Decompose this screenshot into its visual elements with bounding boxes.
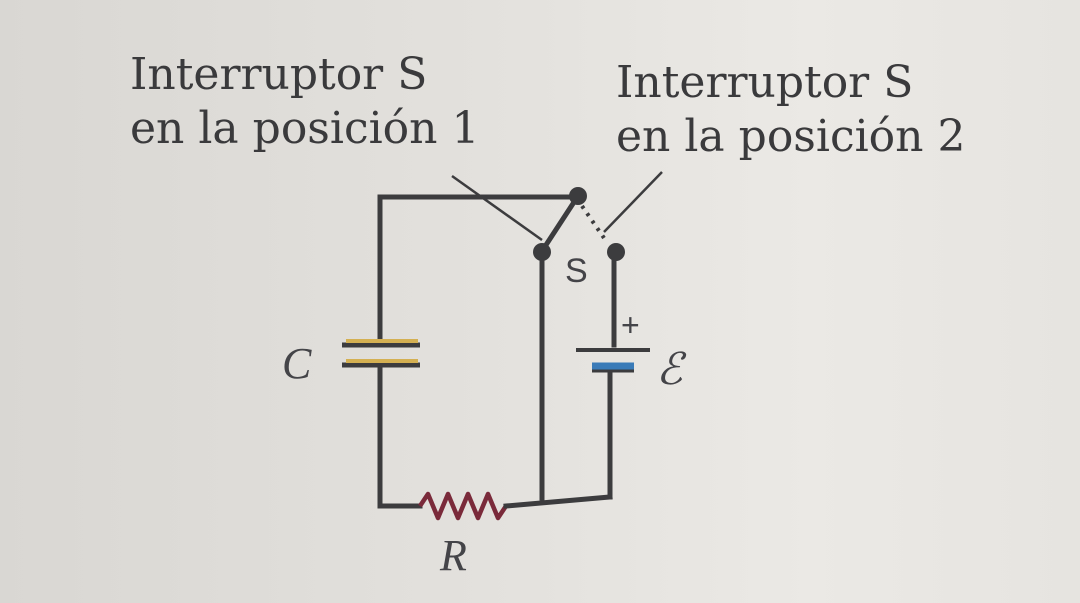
capacitor-label: C (282, 339, 312, 388)
switch-contact-position-1 (533, 243, 551, 261)
caption-switch-position-1: Interruptor S en la posición 1 (130, 48, 480, 156)
caption-position-1-line-2: en la posición 1 (130, 103, 480, 154)
switch-pivot (569, 187, 587, 205)
pointer-line-position-1 (451, 174, 543, 242)
pointer-line-position-2 (603, 171, 663, 233)
wire-bottom-right (503, 494, 613, 509)
caption-position-2-line-1: Interruptor S (616, 57, 914, 108)
switch-blade-dotted (580, 204, 606, 240)
caption-switch-position-2: Interruptor S en la posición 2 (616, 56, 966, 164)
emf-label: ℰ (656, 345, 687, 394)
switch-blade (540, 192, 582, 252)
resistor-zigzag (418, 491, 508, 521)
battery-plus-label: + (621, 307, 640, 343)
resistor-label: R (439, 531, 467, 580)
caption-position-2-line-2: en la posición 2 (616, 111, 966, 162)
wire-top-left (377, 194, 581, 346)
switch-label: S (565, 252, 588, 290)
switch-contact-position-2 (607, 243, 625, 261)
caption-position-1-line-1: Interruptor S (130, 49, 428, 100)
